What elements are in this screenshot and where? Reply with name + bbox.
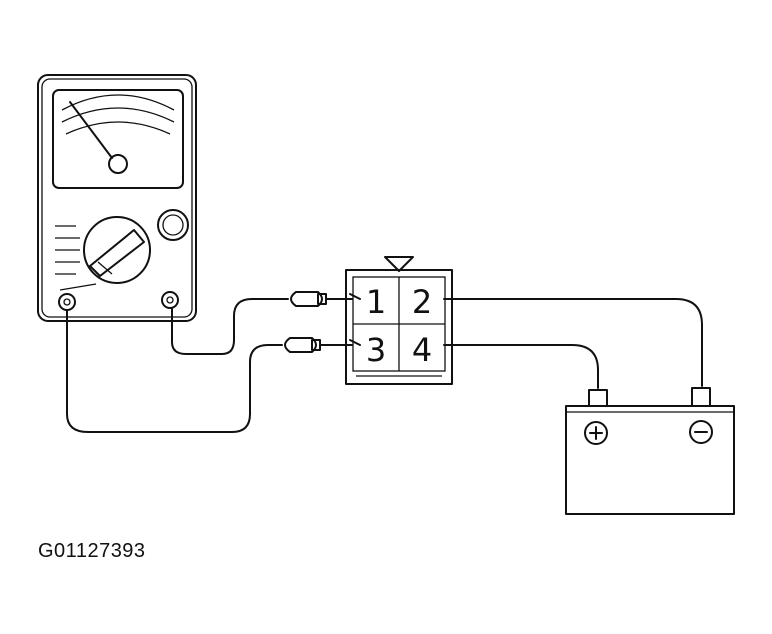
needle-pivot (108, 154, 128, 174)
positive-icon (584, 421, 608, 445)
negative-icon (689, 420, 713, 444)
wire-pin4-to-positive (443, 344, 599, 389)
probe-jack-left[interactable] (58, 293, 76, 311)
connector-lock-tab (384, 256, 414, 272)
multimeter-body-inner (41, 78, 193, 318)
probe-lead-lower (66, 309, 283, 433)
multimeter-dial-display (52, 89, 184, 189)
range-selector-knob[interactable] (83, 216, 151, 284)
pin-3-label: 3 (366, 331, 386, 369)
probe-tip-upper[interactable] (290, 291, 361, 307)
meter-needle (69, 101, 113, 159)
zero-adjust-knob[interactable] (157, 209, 189, 241)
pin-4-label: 4 (412, 331, 432, 369)
multimeter-body (37, 74, 197, 322)
probe-jack-right[interactable] (161, 291, 179, 309)
battery-positive-terminal (588, 389, 608, 407)
pin-2-label: 2 (412, 283, 432, 321)
probe-tip-lower[interactable] (284, 337, 361, 353)
probe-lead-upper (171, 298, 289, 355)
range-scale-marks (55, 225, 97, 291)
multimeter (37, 74, 197, 322)
pin-1-label: 1 (366, 283, 386, 321)
battery-negative-terminal (691, 387, 711, 407)
battery-case (565, 405, 735, 515)
connector: 1 2 3 4 (345, 256, 453, 385)
figure-id: G01127393 (38, 540, 146, 562)
battery (565, 387, 735, 515)
wire-pin2-to-negative (443, 298, 703, 387)
